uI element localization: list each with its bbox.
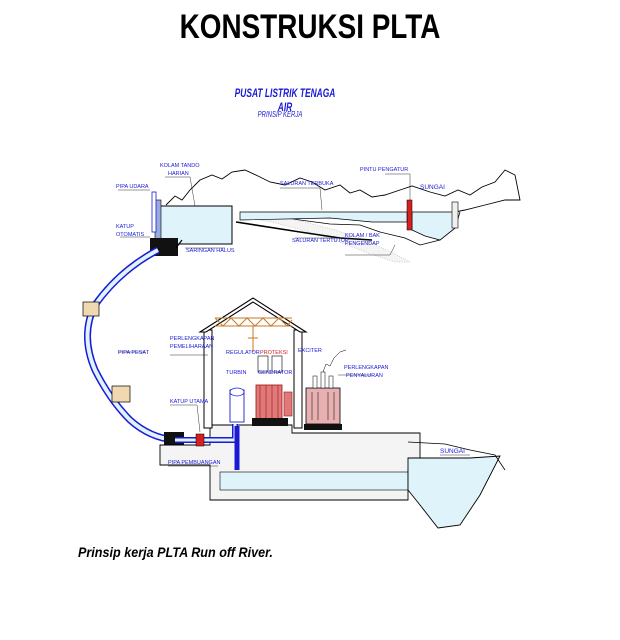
intake-gate	[406, 199, 413, 231]
transformer	[304, 349, 347, 430]
fine-screen	[175, 239, 183, 249]
generator-base	[252, 418, 288, 426]
closed-conduit	[235, 221, 373, 241]
label-saringan-halus: SARINGAN HALUS	[186, 248, 235, 254]
label-turbin: TURBIN	[226, 370, 247, 376]
label-katup-otomatis-2: OTOMATIS	[116, 232, 145, 238]
label-perlengkapan-pemeliharaan-1: PERLENGKAPAN	[170, 336, 215, 342]
label-kolam-bak-2: PENGENDAP	[345, 241, 380, 247]
soil-band	[240, 215, 411, 263]
main-title: KONSTRUKSI PLTA	[179, 8, 441, 46]
diagram-subtitle-secondary: PRINSIP KERJA	[257, 110, 303, 119]
open-channel	[239, 211, 408, 223]
label-saluran-tertutup: SALURAN TERTUTUP	[292, 238, 349, 244]
main-valve	[195, 433, 205, 447]
generator	[255, 384, 283, 421]
label-sungai-top: SUNGAI	[420, 184, 445, 191]
leader-lines	[118, 173, 470, 467]
label-pipa-udara: PIPA UDARA	[116, 184, 149, 190]
river-bank	[407, 441, 506, 471]
label-perlengkapan-pemeliharaan-2: PEMELIHARAAN	[170, 344, 213, 350]
label-katup-utama: KATUP UTAMA	[170, 399, 209, 405]
turbine-top	[229, 387, 245, 397]
label-pipa-pembuangan: PIPA PEMBUANGAN	[168, 460, 220, 466]
label-kolam-tando-1: KOLAM TANDO	[160, 163, 200, 169]
label-kolam-bak-1: KOLAM / BAK	[345, 233, 380, 239]
penstock-pipe	[84, 246, 176, 444]
label-perlengkapan-penyaluran-2: PENYALURAN	[346, 373, 383, 379]
label-exciter: EXCITER	[298, 348, 322, 354]
label-sungai-bottom: SUNGAI	[440, 448, 465, 455]
overhead-crane	[214, 317, 293, 352]
label-generator: GENERATOR	[258, 370, 292, 376]
label-pintu-pengatur: PINTU PENGATUR	[360, 167, 408, 173]
label-regulator: REGULATOR	[226, 350, 260, 356]
tailrace-water	[219, 471, 409, 491]
weir	[451, 201, 459, 229]
anchor-block-1	[82, 301, 100, 317]
label-proteksi: PROTEKSI	[260, 350, 288, 356]
river-bottom	[407, 455, 501, 529]
anchor-block-2	[111, 385, 131, 403]
label-katup-otomatis-1: KATUP	[116, 224, 134, 230]
diagram-subtitle: PUSAT LISTRIK TENAGA AIR	[234, 86, 336, 114]
powerhouse-wall-right	[293, 329, 303, 429]
label-saluran-terbuka: SALURAN TERBUKA	[280, 181, 334, 187]
regulator-panel	[257, 355, 269, 373]
label-kolam-tando-2: HARIAN	[168, 171, 189, 177]
label-pipa-pesat: PIPA PESAT	[118, 350, 150, 356]
river-intake-water	[411, 211, 456, 241]
label-perlengkapan-penyaluran-1: PERLENGKAPAN	[344, 365, 389, 371]
powerhouse-roof	[198, 297, 308, 333]
air-pipe	[151, 191, 157, 233]
penstock-pipe-inner	[85, 248, 176, 442]
exciter	[283, 391, 293, 417]
protection-panel	[271, 355, 283, 373]
diagram-caption: Prinsip kerja PLTA Run off River.	[78, 544, 273, 560]
mountain-outline	[165, 169, 521, 213]
